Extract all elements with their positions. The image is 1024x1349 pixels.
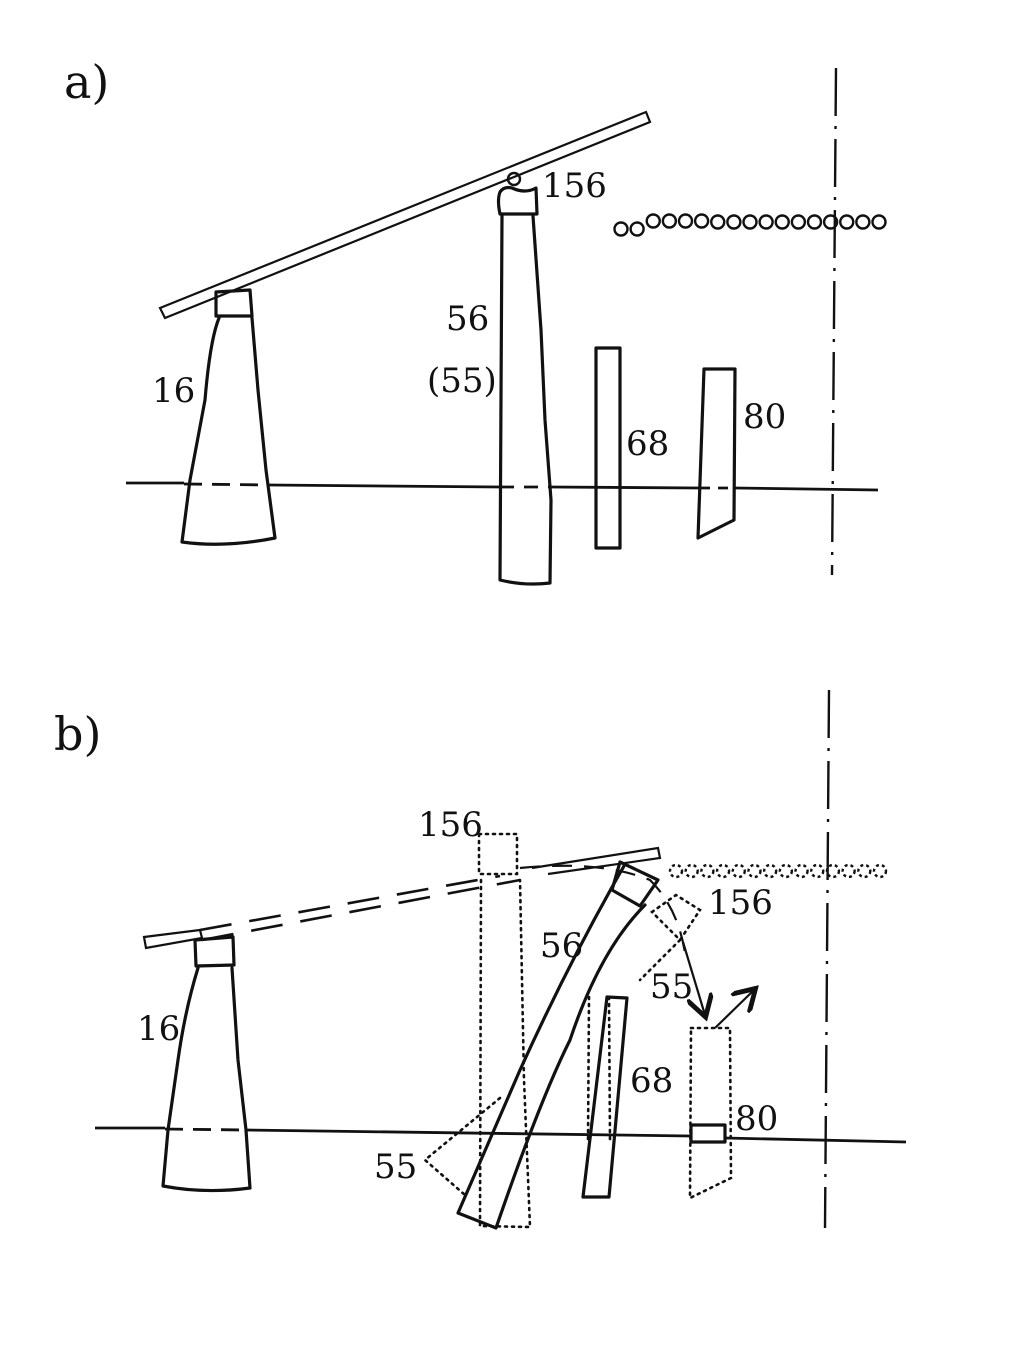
panel-a-label-55: (55) bbox=[427, 361, 497, 401]
circle-particle bbox=[825, 863, 841, 879]
panel-b-plate-original bbox=[586, 995, 612, 1142]
panel-a-circle-row bbox=[613, 213, 887, 237]
panel-b-circle-row bbox=[668, 863, 888, 879]
panel-b-label-16: 16 bbox=[137, 1009, 180, 1049]
panel-a-horizontal-axis bbox=[126, 481, 879, 492]
circle-particle bbox=[693, 213, 710, 229]
panel-a-label: a) bbox=[64, 55, 109, 109]
panel-b-original-cap bbox=[477, 832, 519, 876]
panel-b-label-80: 80 bbox=[735, 1099, 778, 1139]
panel-b-dashed-rail bbox=[142, 874, 521, 950]
circle-particle bbox=[822, 214, 839, 230]
panel-b-bottle-body bbox=[161, 966, 252, 1193]
panel-b-tilted-body bbox=[456, 864, 647, 1230]
panel-a-label-56: 56 bbox=[446, 299, 489, 339]
circle-particle bbox=[839, 214, 855, 230]
panel-b-tilted-cap bbox=[610, 860, 660, 908]
circle-particle bbox=[841, 863, 856, 879]
panel-b-arrow-down bbox=[681, 941, 705, 1015]
panel-a-plate bbox=[594, 346, 622, 550]
circle-particle bbox=[742, 214, 758, 230]
panel-b-tilted-piece bbox=[456, 860, 660, 1230]
circle-particle bbox=[794, 863, 809, 879]
panel-b-plate bbox=[581, 995, 629, 1199]
circle-particle bbox=[726, 214, 742, 230]
panel-a-label-80: 80 bbox=[743, 397, 786, 437]
panel-b-label-55-lower: 55 bbox=[374, 1147, 417, 1187]
circle-particle bbox=[715, 863, 731, 879]
panel-b-original-tall-piece bbox=[477, 832, 532, 1229]
panel-b-bottle bbox=[161, 935, 252, 1193]
circle-particle bbox=[684, 863, 699, 879]
circle-particle bbox=[871, 214, 887, 230]
circle-particle bbox=[747, 863, 762, 879]
circle-particle bbox=[806, 214, 823, 230]
panel-b-moved-cap bbox=[649, 893, 702, 943]
panel-b-label-156-moved: 156 bbox=[708, 883, 773, 923]
panel-b-wedge bbox=[689, 1123, 727, 1144]
panel-b-wedge-original bbox=[688, 1026, 733, 1201]
panel-a-centerline bbox=[830, 67, 838, 576]
panel-a-bottle bbox=[180, 288, 277, 546]
circle-particle bbox=[762, 863, 778, 879]
circle-particle bbox=[790, 214, 807, 230]
circle-particle bbox=[855, 214, 871, 230]
circle-particle bbox=[629, 221, 645, 237]
panel-b-element-55-upper bbox=[638, 938, 682, 982]
panel-a-tall-body bbox=[498, 214, 553, 586]
circle-particle bbox=[677, 213, 694, 229]
panel-b-label-56: 56 bbox=[540, 926, 583, 966]
panel-b-motion-arc bbox=[519, 864, 688, 961]
panel-b-label: b) bbox=[54, 707, 101, 761]
panel-b-label-156-original: 156 bbox=[418, 805, 483, 845]
circle-particle bbox=[645, 213, 661, 229]
circle-particle bbox=[857, 863, 872, 879]
panel-b-bottle-neck bbox=[193, 935, 236, 968]
circle-particle bbox=[731, 863, 746, 879]
circle-particle bbox=[668, 863, 684, 879]
circle-particle bbox=[778, 863, 794, 879]
panel-a-bottle-neck bbox=[214, 288, 254, 318]
circle-particle bbox=[710, 214, 726, 230]
panel-a-cap-block bbox=[496, 185, 539, 216]
panel-a: a) 16 156 56 (55) 68 80 bbox=[64, 55, 887, 586]
panel-a-pivot-ball bbox=[506, 171, 522, 187]
panel-b-moved-rail bbox=[531, 846, 662, 876]
panel-a-label-156: 156 bbox=[542, 166, 607, 206]
panel-a-wedge bbox=[696, 367, 737, 540]
circle-particle bbox=[613, 221, 629, 237]
panel-a-label-68: 68 bbox=[626, 424, 669, 464]
panel-a-label-16: 16 bbox=[152, 371, 195, 411]
circle-particle bbox=[774, 214, 790, 230]
panel-a-tall-piece bbox=[496, 171, 553, 586]
panel-b-element-55-lower bbox=[422, 1096, 502, 1197]
panel-b-centerline bbox=[823, 689, 831, 1229]
panel-b-arrow-up bbox=[714, 990, 754, 1029]
circle-particle bbox=[810, 863, 825, 879]
panel-a-bottle-body bbox=[180, 316, 277, 546]
circle-particle bbox=[661, 213, 678, 229]
circle-particle bbox=[758, 214, 774, 230]
panel-b: b) 16 156 56 156 bbox=[54, 689, 907, 1230]
circle-particle bbox=[700, 863, 715, 879]
panel-b-horizontal-axis bbox=[95, 1126, 907, 1144]
panel-a-inclined-rail bbox=[158, 110, 652, 320]
panel-b-label-68: 68 bbox=[630, 1061, 673, 1101]
circle-particle bbox=[872, 863, 888, 879]
panel-b-label-55-upper: 55 bbox=[650, 967, 693, 1007]
